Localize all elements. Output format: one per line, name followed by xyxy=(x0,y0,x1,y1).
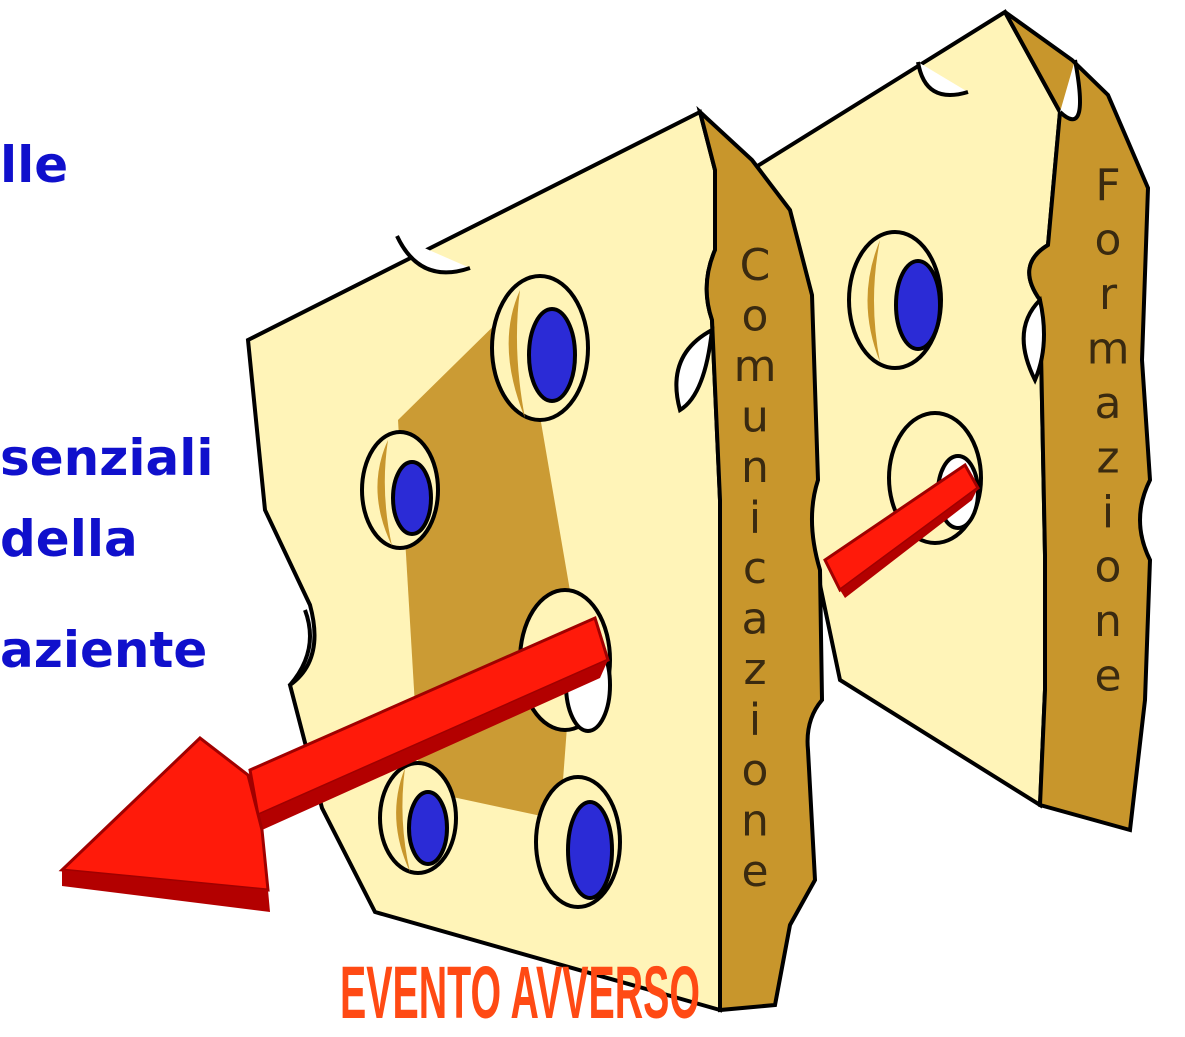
label-letter: e xyxy=(1094,651,1121,702)
label-letter: n xyxy=(741,796,769,847)
label-letter: o xyxy=(742,291,769,342)
back-slice-hole-1 xyxy=(847,230,943,370)
label-letter: C xyxy=(740,240,771,291)
label-letter: o xyxy=(1095,542,1122,593)
label-letter: a xyxy=(1095,378,1122,429)
back-slice-edge xyxy=(1003,10,1153,833)
label-letter: m xyxy=(734,341,777,392)
label-letter: c xyxy=(743,543,767,594)
slide-text-line-2: senziali xyxy=(0,429,214,487)
front-slice-hole-2 xyxy=(360,430,440,550)
arrow-head xyxy=(58,736,270,892)
label-letter: m xyxy=(1087,324,1130,375)
front-slice-hole-4 xyxy=(378,761,458,875)
front-cheese-slice xyxy=(245,105,825,1013)
front-slice-edge xyxy=(696,105,825,1013)
label-letter: r xyxy=(1099,269,1118,320)
front-slice-hole-5 xyxy=(534,775,622,909)
slide-text-line-1: lle xyxy=(0,136,69,194)
label-letter: o xyxy=(742,745,769,796)
label-letter: i xyxy=(1102,487,1114,538)
label-letter: n xyxy=(1094,596,1122,647)
slide-text-line-4: aziente xyxy=(0,621,208,679)
label-letter: i xyxy=(749,493,761,544)
label-letter: n xyxy=(741,442,769,493)
label-letter: a xyxy=(742,594,769,645)
label-letter: e xyxy=(741,846,768,897)
label-letter: u xyxy=(741,392,769,443)
front-slice-hole-1 xyxy=(490,274,590,422)
label-letter: F xyxy=(1095,160,1120,211)
red-arrow xyxy=(58,615,610,912)
label-letter: z xyxy=(743,644,766,695)
outcome-label: EVENTO AVVERSO xyxy=(340,951,700,1034)
label-letter: i xyxy=(749,695,761,746)
slide-text-line-3: della xyxy=(0,510,138,568)
label-letter: z xyxy=(1096,433,1119,484)
label-letter: o xyxy=(1095,215,1122,266)
